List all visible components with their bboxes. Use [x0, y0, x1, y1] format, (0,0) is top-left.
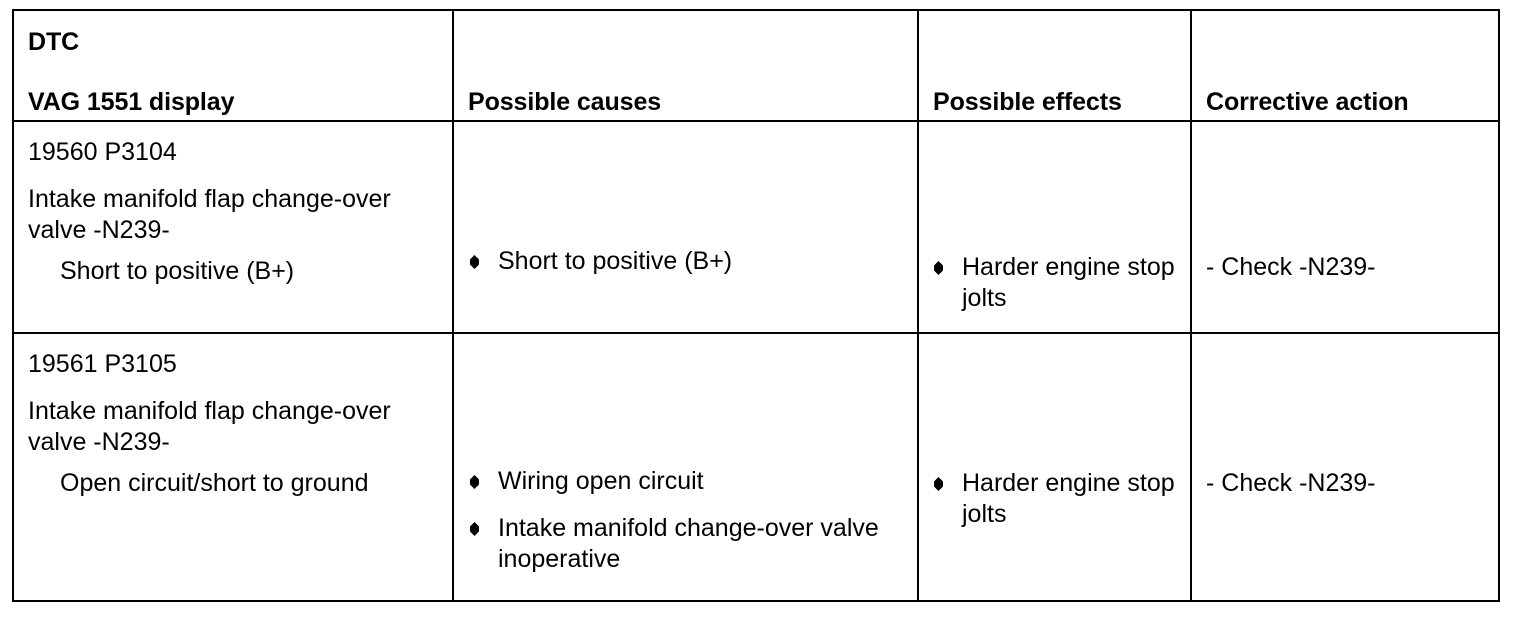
header-label-corrective-action: Corrective action — [1206, 88, 1409, 116]
possible-effects-list: Harder engine stop jolts — [932, 252, 1182, 314]
cell-possible-effects: Harder engine stop jolts — [917, 332, 1192, 602]
list-item: Intake manifold change-over valve inoper… — [468, 513, 905, 575]
header-cell-dtc: DTC VAG 1551 display — [12, 9, 454, 122]
cause-text: Intake manifold change-over valve inoper… — [498, 514, 879, 573]
corrective-action-text: - Check -N239- — [1206, 253, 1376, 281]
cell-possible-causes: Short to positive (B+) — [452, 120, 919, 334]
dtc-condition: Short to positive (B+) — [60, 257, 295, 285]
list-item: Wiring open circuit — [468, 466, 905, 497]
header-label-vag-display: VAG 1551 display — [28, 88, 235, 116]
corrective-action-text: - Check -N239- — [1206, 469, 1376, 497]
header-label-possible-effects: Possible effects — [933, 88, 1122, 116]
header-label-possible-causes: Possible causes — [468, 88, 662, 116]
dtc-description: Intake manifold flap change-over valve -… — [28, 397, 391, 456]
header-cell-possible-effects: Possible effects — [917, 9, 1192, 122]
cell-corrective-action: - Check -N239- — [1190, 332, 1500, 602]
dtc-condition: Open circuit/short to ground — [60, 469, 369, 497]
header-cell-possible-causes: Possible causes — [452, 9, 919, 122]
effect-text: Harder engine stop jolts — [962, 469, 1175, 528]
diamond-bullet-icon — [470, 475, 479, 489]
table-row: 19561 P3105 Intake manifold flap change-… — [12, 332, 1500, 602]
table-header-row: DTC VAG 1551 display Possible causes Pos… — [12, 9, 1500, 122]
cell-corrective-action: - Check -N239- — [1190, 120, 1500, 334]
dtc-code: 19561 P3105 — [28, 350, 177, 378]
dtc-fault-table: DTC VAG 1551 display Possible causes Pos… — [12, 9, 1500, 602]
header-label-dtc: DTC — [28, 28, 80, 56]
table-row: 19560 P3104 Intake manifold flap change-… — [12, 120, 1500, 334]
header-cell-corrective-action: Corrective action — [1190, 9, 1500, 122]
effect-text: Harder engine stop jolts — [962, 253, 1175, 312]
diamond-bullet-icon — [934, 261, 943, 275]
possible-effects-list: Harder engine stop jolts — [932, 468, 1182, 530]
possible-causes-list: Wiring open circuit Intake manifold chan… — [468, 466, 905, 575]
cell-possible-effects: Harder engine stop jolts — [917, 120, 1192, 334]
list-item: Short to positive (B+) — [468, 246, 905, 277]
list-item: Harder engine stop jolts — [932, 468, 1182, 530]
possible-causes-list: Short to positive (B+) — [468, 246, 905, 277]
cause-text: Short to positive (B+) — [498, 247, 733, 275]
cell-dtc-display: 19561 P3105 Intake manifold flap change-… — [12, 332, 454, 602]
diamond-bullet-icon — [470, 522, 479, 536]
cell-dtc-display: 19560 P3104 Intake manifold flap change-… — [12, 120, 454, 334]
dtc-description: Intake manifold flap change-over valve -… — [28, 185, 391, 244]
cell-possible-causes: Wiring open circuit Intake manifold chan… — [452, 332, 919, 602]
cause-text: Wiring open circuit — [498, 467, 704, 495]
diamond-bullet-icon — [470, 255, 479, 269]
diamond-bullet-icon — [934, 477, 943, 491]
list-item: Harder engine stop jolts — [932, 252, 1182, 314]
dtc-code: 19560 P3104 — [28, 138, 177, 166]
